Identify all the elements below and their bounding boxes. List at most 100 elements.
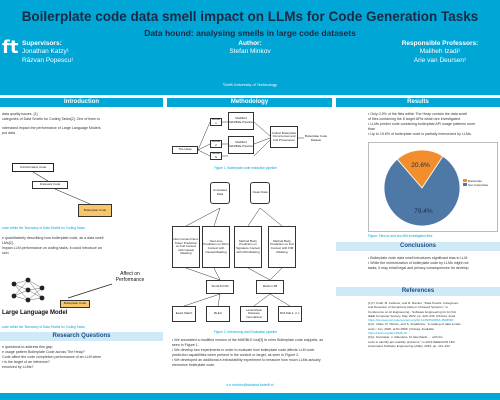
pie-slice xyxy=(396,149,444,189)
boilerplate-code-node: Boilerplate Code xyxy=(78,204,112,217)
poster-title: Boilerplate code data smell impact on LL… xyxy=(21,9,479,24)
results-chart-caption: Figure: Files w/ and w/o MM investigated… xyxy=(368,234,433,238)
conclusions-text: • Boilerplate code data smell introduces… xyxy=(368,256,498,271)
methodology-bullets: • We annotated a modified version of the… xyxy=(172,338,330,368)
uninformative-code-node: Uninformative Code xyxy=(12,163,54,172)
pie-slice-label: 20.6% xyxy=(411,162,430,169)
reference-link[interactable]: https://doi.ieeecomputersociety.org/10.1… xyxy=(368,318,454,323)
supervisors-label: Supervisors: xyxy=(22,40,62,47)
professor-name: Maliheh Izadi¹ xyxy=(419,48,461,55)
methodology-bullet: • We annotated a modified version of the… xyxy=(172,338,324,347)
research-questions-heading: Research Questions xyxy=(0,332,163,341)
intro-line: put data xyxy=(2,131,15,135)
experiment-node: Method Body Prediction on Signature Cont… xyxy=(234,226,262,268)
affect-performance-label: Affect on Performance xyxy=(115,271,145,283)
boilerplate-code-node: Boilerplate Code xyxy=(60,300,90,308)
intro-line: LMs[2]. xyxy=(2,241,14,245)
supervisor-name: Răzvan Popescu¹ xyxy=(22,57,74,64)
poster-header xyxy=(0,0,500,95)
author-block: Author: Stefan Minkov xyxy=(220,40,280,56)
legend-item: Non-boilerplate xyxy=(463,183,488,187)
intro-fig2: Boilerplate Code Affect on Performance L… xyxy=(2,270,162,320)
metric-node: Levenshtein Distance Normalized xyxy=(240,306,268,322)
methodology-fig1: The Heap Model 1 Model 2 Model N Modifie… xyxy=(170,108,330,166)
model-node: Model 1 xyxy=(210,117,222,126)
rq-line: emorized by LLMs? xyxy=(2,365,34,369)
conclusion-bullet: • While the memorization of boilerplate … xyxy=(368,261,469,265)
chart-legend: Boilerplate Non-boilerplate xyxy=(463,179,488,187)
poster-subtitle: Data hound: analysing smells in large co… xyxy=(144,28,356,38)
results-bullet: • Only 0.5% of the files within The Heap… xyxy=(368,112,468,116)
rq-line: Code affect the code completion performa… xyxy=(2,355,102,359)
reference-line: Conference on AI Engineering - Software … xyxy=(368,309,456,314)
intro-line: data quality issues. [1] xyxy=(2,112,38,116)
legend-swatch xyxy=(463,183,467,186)
neural-net-icon xyxy=(11,277,113,303)
methodology-bullet: • We developed an additional a extractab… xyxy=(172,358,321,367)
methodology-fig2: Annotated Data Clean Data Next Context N… xyxy=(170,178,330,328)
contact-email[interactable]: s.n.minkov@student.tudelft.nl xyxy=(226,383,274,387)
reference-line: code to identify api usability problems,… xyxy=(368,339,455,344)
clean-data-node: Clean Data xyxy=(250,182,270,204)
legend-swatch xyxy=(463,179,467,182)
the-heap-node: The Heap xyxy=(172,146,198,154)
llm-label: Large Language Model xyxy=(2,310,68,316)
reference-line: code," Jun. 2025, arXiv:2506. [Online]. … xyxy=(368,326,435,331)
rq-line: n questions to address this gap: xyxy=(2,345,53,349)
intro-text-2: e quantitatively describing how boilerpl… xyxy=(2,236,162,256)
collect-occurrences-node: Collect Boilerplate Occurrences and Full… xyxy=(270,126,298,148)
professors-block: Responsible Professors: Maliheh Izadi¹ A… xyxy=(390,40,490,65)
university-logo: ft xyxy=(2,37,19,58)
results-heading: Results xyxy=(336,98,500,107)
intro-line: sion xyxy=(2,251,9,255)
poster-footer xyxy=(0,393,500,400)
research-questions-text: n questions to address this gap: e usage… xyxy=(2,345,162,370)
reference-line: [2] A. Vitale, R. Oliveto, and S. Scalab… xyxy=(368,322,461,327)
supervisor-name: Jonathan Katzy¹ xyxy=(22,48,69,55)
methodology-fig2-caption: Figure 2: Inferencing and Evaluation pip… xyxy=(214,330,278,334)
methodology-bullet: • We develop two experiments in order to… xyxy=(172,348,315,357)
pie-slice xyxy=(383,155,461,227)
legend-item: Boilerplate xyxy=(463,179,488,183)
intro-fig-arrows xyxy=(32,171,91,205)
intro-fig1-caption: code within the Taxonomy of Data Smells … xyxy=(2,226,85,230)
results-line: than xyxy=(368,127,375,131)
affiliation: ¹Delft University of Technology xyxy=(223,82,277,87)
pie-slice-label: 79.4% xyxy=(414,208,433,215)
methodology-fig1-caption: Figure 1: Boilerplate code extraction pi… xyxy=(214,166,277,170)
introduction-heading: Introduction xyxy=(0,98,163,107)
reference-line: [3] A. Karmakar, J. Allamanis, M. Eberha… xyxy=(368,335,443,340)
author-name: Stefan Minkov xyxy=(229,48,271,55)
references-text: [1] H. Foidl, M. Felderer, and R. Ramler… xyxy=(368,301,498,348)
intro-line: e quantitatively describing how boilerpl… xyxy=(2,236,104,240)
reference-line: IEEE Computer Society, May 2022, pp. 229… xyxy=(368,313,456,318)
rq-line: e usage pattern Boilerplate Code across … xyxy=(2,350,85,354)
reference-link[interactable]: https://arxiv.org/abs/2506.10... xyxy=(368,331,410,336)
metric-node: ROUGE 1, 2, L xyxy=(278,306,302,322)
metric-node: BLEU xyxy=(206,306,230,322)
intro-fig2-caption: code within the Taxonomy of Data Smells … xyxy=(2,325,85,329)
boilerplate-dataset-node: Boilerplate Code Dataset xyxy=(304,132,328,146)
results-text: • Only 0.5% of the files within The Heap… xyxy=(368,112,498,137)
results-bullet: • Up to 15.8% of boilerplate code is par… xyxy=(368,132,472,136)
rq-line: r is the target of an inference? xyxy=(2,360,50,364)
results-chart-frame: 20.6% 79.4% Boilerplate Non-boilerplate xyxy=(368,142,498,232)
conclusions-heading: Conclusions xyxy=(336,242,500,251)
references-heading: References xyxy=(336,287,500,296)
marble-pipeline-node: Modified MARBLE Pipeline xyxy=(228,112,254,130)
reference-line: and Detection of Suspicious Data in AI-b… xyxy=(368,305,449,310)
intro-line: nderstand impact the performance of Larg… xyxy=(2,126,101,130)
methodology-heading: Methodology xyxy=(167,98,332,107)
annotated-data-node: Annotated Data xyxy=(210,182,230,204)
pie-chart: 20.6% 79.4% xyxy=(383,149,461,227)
conclusion-line: tasks, it may entail legal and privacy c… xyxy=(368,266,469,270)
metric-node: Exact Match xyxy=(172,306,196,322)
supervisors-block: Supervisors: Jonathan Katzy¹ Răzvan Pope… xyxy=(22,40,73,65)
model-node: Model N xyxy=(210,151,222,160)
fig2-arrows xyxy=(183,207,291,307)
reference-line: [1] H. Foidl, M. Felderer, and R. Ramler… xyxy=(368,301,459,305)
marble-pipeline-node: Modified MARBLE Pipeline xyxy=(228,136,254,154)
fig1-arrows xyxy=(197,121,304,157)
intro-line: impact LLM performance on coding tasks, … xyxy=(2,246,102,250)
reference-line: Automated Software Engineering (ASE), 20… xyxy=(368,343,451,348)
